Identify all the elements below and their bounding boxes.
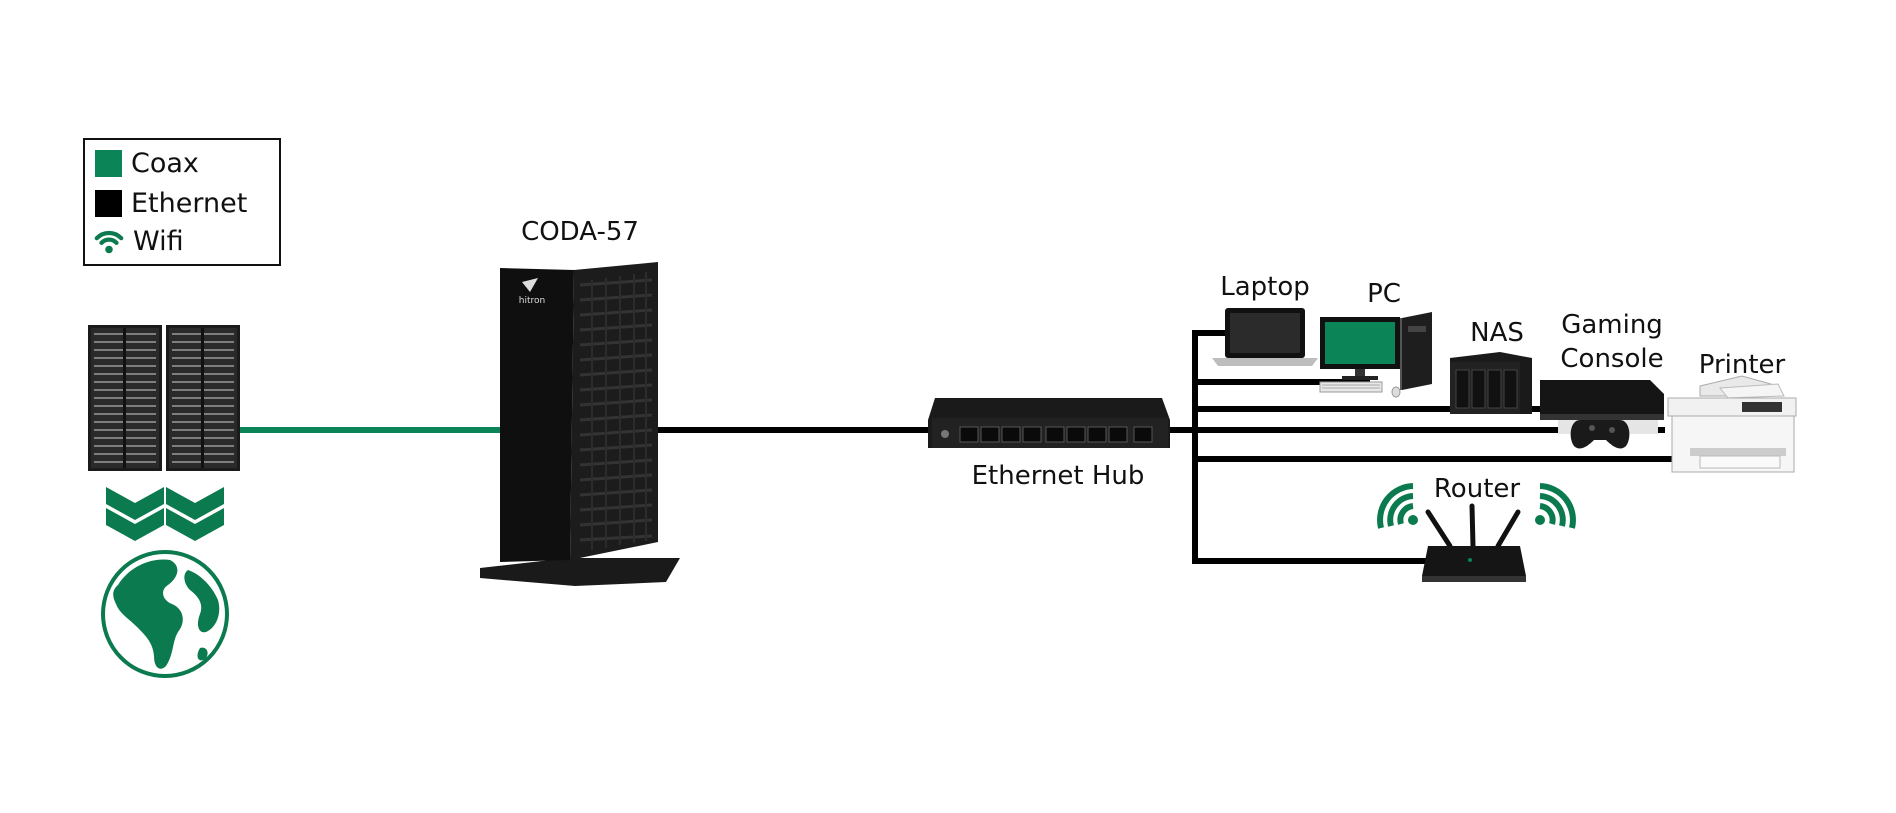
legend-item-ethernet: Ethernet xyxy=(95,186,247,220)
router-label: Router xyxy=(1434,474,1520,504)
modem-brand-logo: hitron xyxy=(519,296,545,306)
legend-item-wifi: Wifi xyxy=(94,224,184,258)
laptop-label: Laptop xyxy=(1220,272,1310,302)
console-label-line1: Gaming xyxy=(1561,310,1663,340)
device-labels: CODA-57 Ethernet Hub Laptop PC NAS Gamin… xyxy=(521,217,1785,504)
printer-device xyxy=(1667,375,1797,473)
legend-item-coax: Coax xyxy=(95,146,199,180)
wifi-icon xyxy=(1535,483,1576,529)
pc-device xyxy=(1319,312,1432,398)
router-device xyxy=(1422,503,1526,582)
double-chevron-down-icon xyxy=(106,487,224,541)
server-rack-icon xyxy=(88,325,240,471)
wifi-icon xyxy=(1377,483,1418,529)
legend-label: Ethernet xyxy=(131,187,248,219)
globe-icon xyxy=(101,550,229,678)
modem-label: CODA-57 xyxy=(521,217,639,247)
gaming-console-device xyxy=(1540,380,1664,449)
nas-device xyxy=(1450,352,1532,414)
wifi-icon xyxy=(94,230,124,254)
hub-label: Ethernet Hub xyxy=(972,461,1145,491)
nas-label: NAS xyxy=(1470,318,1524,348)
connections xyxy=(240,330,1678,564)
coax-swatch xyxy=(95,149,122,177)
console-label-line2: Console xyxy=(1560,344,1663,374)
printer-label: Printer xyxy=(1699,350,1786,380)
pc-label: PC xyxy=(1367,279,1401,309)
modem-device: hitron xyxy=(480,262,680,586)
legend: Coax Ethernet Wifi xyxy=(83,138,281,266)
legend-label: Wifi xyxy=(133,225,184,257)
ethernet-swatch xyxy=(95,189,122,217)
laptop-device xyxy=(1212,308,1318,366)
legend-label: Coax xyxy=(131,147,199,179)
ethernet-hub-device xyxy=(928,398,1170,448)
